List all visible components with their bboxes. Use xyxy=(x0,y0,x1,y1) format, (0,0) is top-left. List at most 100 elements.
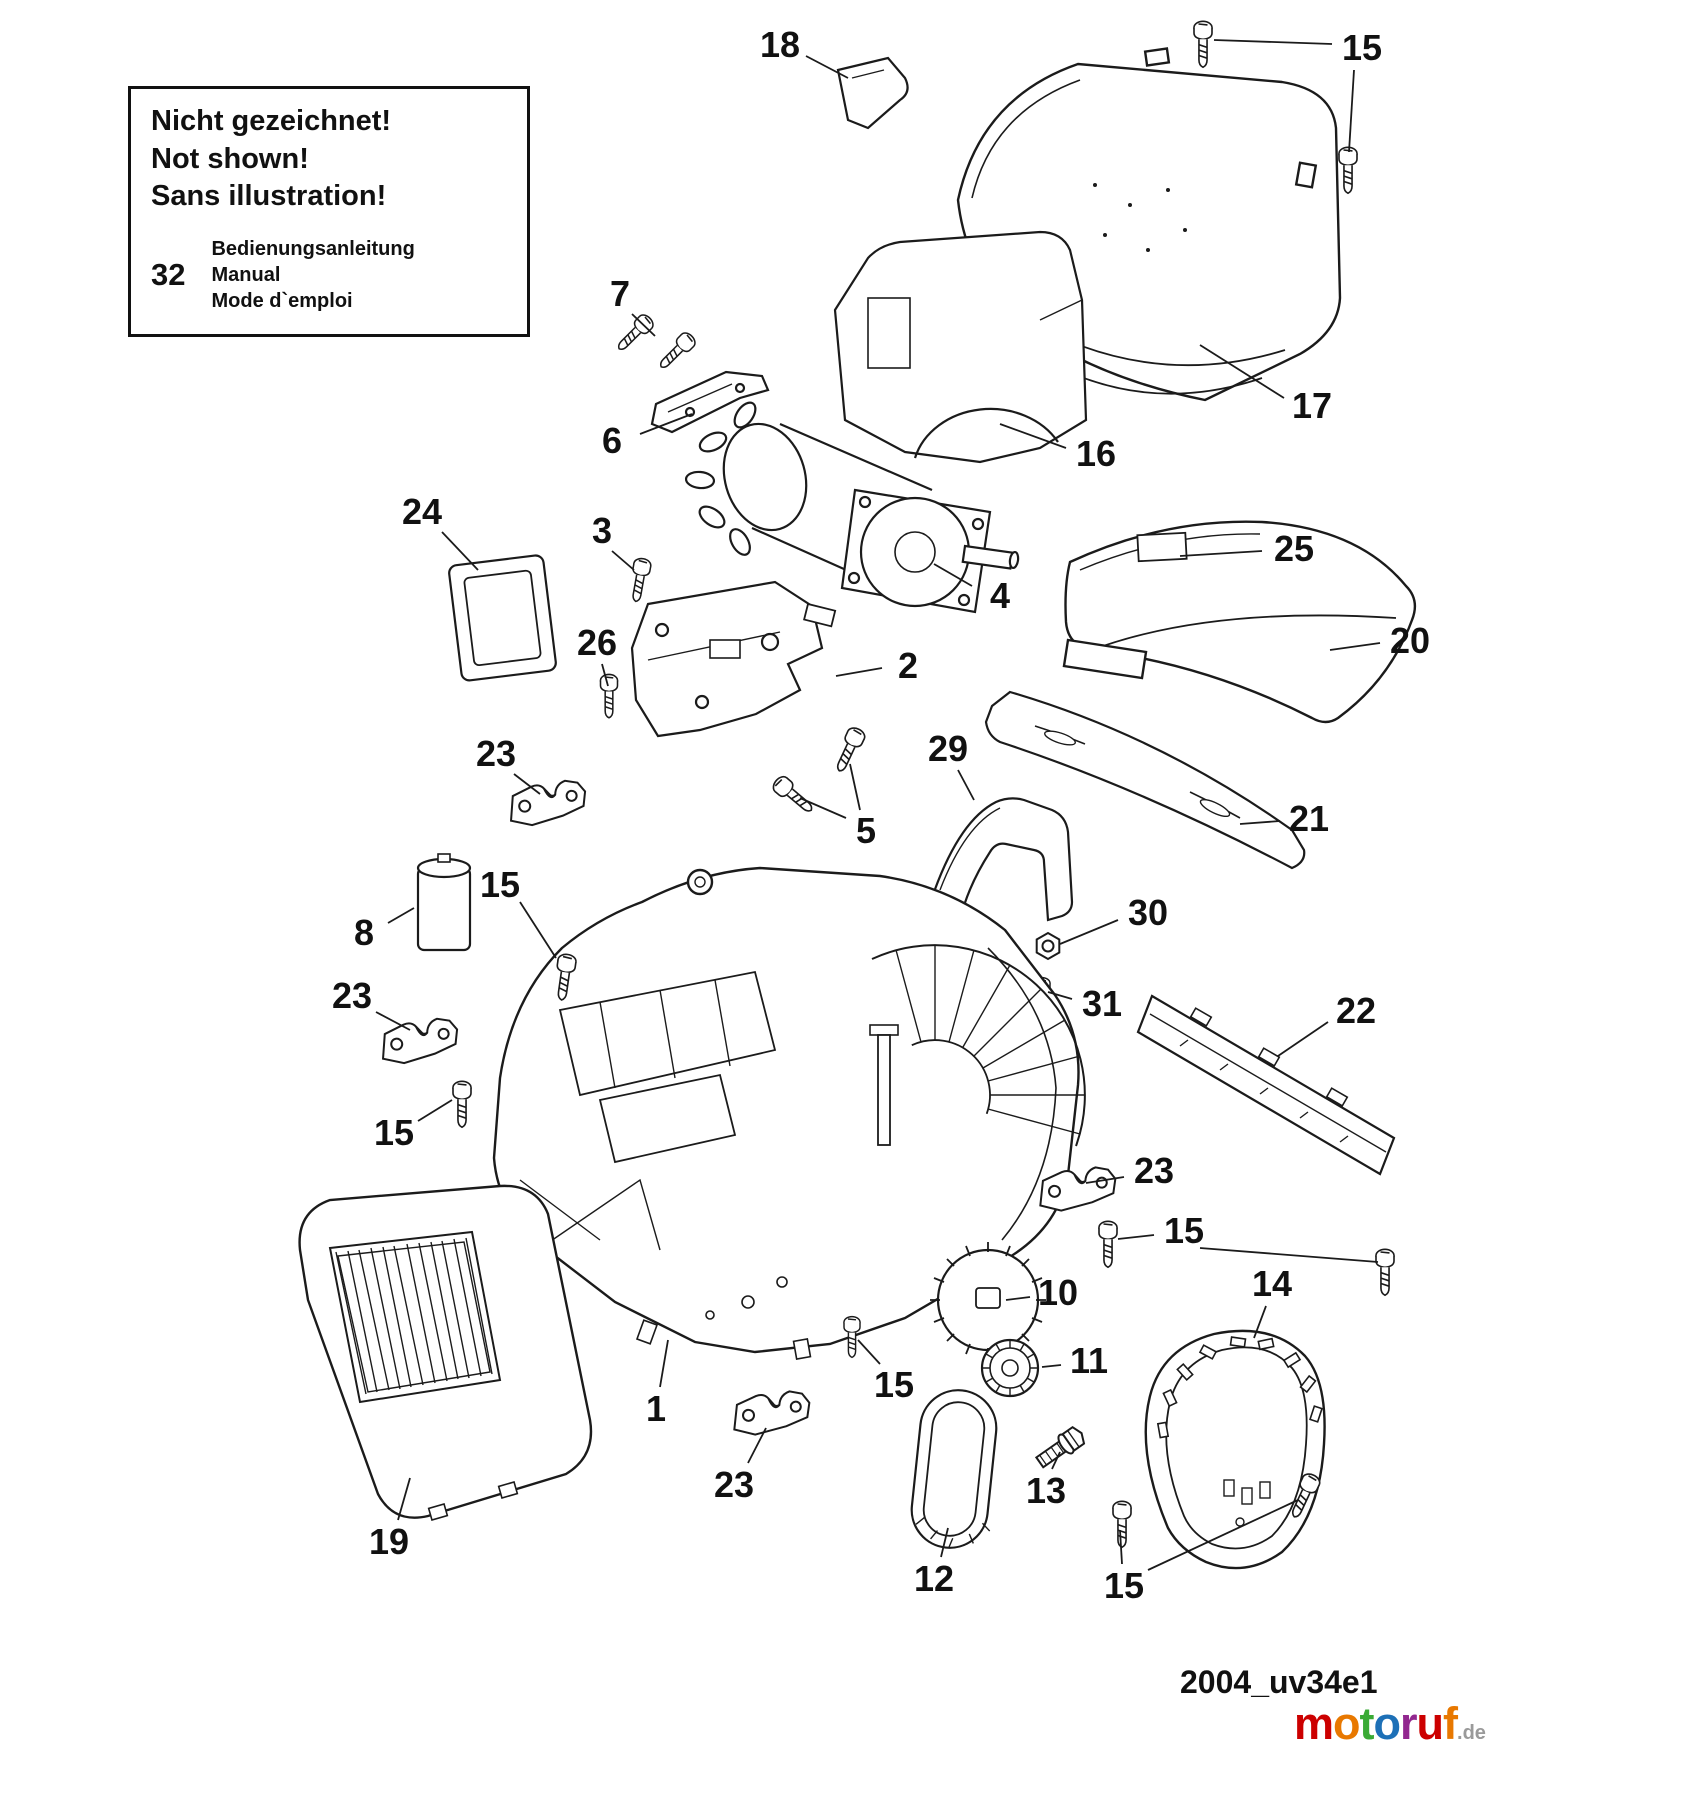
logo-letter: m xyxy=(1294,1698,1334,1749)
logo-letter: f xyxy=(1443,1698,1458,1749)
callout-16-5: 16 xyxy=(1075,433,1117,474)
callout-18-0: 18 xyxy=(759,24,801,65)
leader-line xyxy=(1253,1305,1267,1339)
leader-line xyxy=(799,797,847,819)
diagram-id: 2004_uv34e1 xyxy=(1180,1664,1378,1700)
leader-line xyxy=(1199,1247,1379,1263)
leader-line xyxy=(1059,919,1119,945)
part-19-front-cover xyxy=(298,1184,593,1521)
note-line-de: Nicht gezeichnet! xyxy=(151,105,392,137)
callout-12-33: 12 xyxy=(913,1558,955,1599)
note-line-fr: Sans illustration! xyxy=(151,180,387,213)
not-shown-note-box: Nicht gezeichnet! Not shown! Sans illust… xyxy=(128,86,530,338)
callout-20-10: 20 xyxy=(1389,620,1431,661)
callout-3-7: 3 xyxy=(591,510,613,551)
callout-25-9: 25 xyxy=(1273,528,1315,569)
callout-22-22: 22 xyxy=(1335,990,1377,1031)
part-8-capacitor xyxy=(416,853,472,952)
leader-line xyxy=(601,663,609,687)
part-14-side-shield xyxy=(1144,1329,1326,1570)
part-23-bearing-block xyxy=(504,776,591,830)
leader-line xyxy=(1277,1021,1329,1057)
callout-5-16: 5 xyxy=(855,810,877,851)
part-15-screw xyxy=(1338,146,1358,195)
callout-1-28: 1 xyxy=(645,1388,667,1429)
callout-2-12: 2 xyxy=(897,645,919,686)
part-1-chassis xyxy=(492,866,1086,1361)
fan-blades xyxy=(684,401,757,556)
leader-line xyxy=(1051,1451,1061,1470)
callout-8-18: 8 xyxy=(353,912,375,953)
part-15-screw xyxy=(1098,1220,1118,1269)
callout-31-20: 31 xyxy=(1081,983,1123,1024)
part-23-bearing-block xyxy=(376,1014,463,1068)
callout-11-29: 11 xyxy=(1069,1340,1109,1381)
leader-line xyxy=(1199,344,1285,399)
leader-line xyxy=(1147,1499,1299,1571)
leader-line xyxy=(1117,1234,1155,1240)
part-18-clip xyxy=(836,56,909,130)
callout-23-24: 23 xyxy=(1133,1150,1175,1191)
callout-29-13: 29 xyxy=(927,728,969,769)
leader-line xyxy=(1005,1296,1031,1301)
part-3-screw xyxy=(626,556,653,604)
note-item-desc-de: Bedienungsanleitung xyxy=(211,238,415,261)
leader-line xyxy=(1085,1176,1125,1184)
part-2-mounting-plate xyxy=(630,580,837,738)
callout-15-30: 15 xyxy=(873,1364,915,1405)
callout-10-26: 10 xyxy=(1037,1272,1079,1313)
callout-19-34: 19 xyxy=(368,1521,410,1562)
part-23-bearing-block xyxy=(729,1387,814,1439)
logo-letters: motoruf xyxy=(1294,1698,1458,1749)
part-15-screw xyxy=(1193,20,1213,69)
part-13-bolt xyxy=(1034,1425,1086,1469)
leader-line xyxy=(1348,69,1355,153)
callout-23-31: 23 xyxy=(713,1464,755,1505)
part-25-label xyxy=(1136,531,1188,563)
logo-suffix: .de xyxy=(1457,1722,1486,1744)
part-12-belt xyxy=(910,1389,998,1549)
leader-line xyxy=(631,313,656,337)
callout-15-1: 15 xyxy=(1341,27,1383,68)
leader-line xyxy=(387,907,415,924)
leader-line xyxy=(1179,550,1263,557)
part-21-curved-plate xyxy=(984,690,1306,870)
note-item-desc-en: Manual xyxy=(211,264,281,287)
note-line-en: Not shown! xyxy=(151,142,309,175)
leader-line xyxy=(513,773,541,795)
part-16-motor-cover xyxy=(833,230,1088,464)
leader-line xyxy=(417,1099,453,1122)
part-24-frame xyxy=(448,554,557,682)
part-7-screw xyxy=(654,329,699,374)
leader-line xyxy=(1239,820,1281,825)
callout-6-4: 6 xyxy=(601,420,623,461)
logo-letter: r xyxy=(1400,1698,1417,1749)
leader-line xyxy=(849,763,861,811)
grille-hatch xyxy=(335,1237,493,1395)
note-item-descriptions: Bedienungsanleitung Manual Mode d`emploi xyxy=(211,236,414,314)
leader-line xyxy=(747,1427,767,1464)
leader-line xyxy=(933,563,973,587)
leader-line xyxy=(1041,1364,1062,1368)
callout-24-6: 24 xyxy=(401,491,443,532)
leader-line xyxy=(1119,1529,1123,1565)
logo-letter: o xyxy=(1373,1698,1401,1749)
part-29-handle-bracket xyxy=(930,797,1074,924)
part-20-deflector-flap xyxy=(1062,520,1417,724)
callout-15-35: 15 xyxy=(1103,1565,1145,1606)
note-item-number: 32 xyxy=(151,257,186,293)
leader-line xyxy=(999,423,1067,449)
leader-line xyxy=(940,1527,949,1558)
leader-line xyxy=(519,901,557,959)
part-15-screw xyxy=(452,1080,472,1129)
leader-line xyxy=(659,1339,669,1388)
leader-line xyxy=(441,531,479,571)
leader-line xyxy=(857,1339,881,1365)
logo-letter: u xyxy=(1416,1698,1444,1749)
callout-23-14: 23 xyxy=(475,733,517,774)
leader-line xyxy=(639,413,693,435)
callout-15-25: 15 xyxy=(1163,1210,1205,1251)
note-item-32: 32 Bedienungsanleitung Manual Mode d`emp… xyxy=(151,236,507,314)
part-5-screw xyxy=(769,772,818,818)
